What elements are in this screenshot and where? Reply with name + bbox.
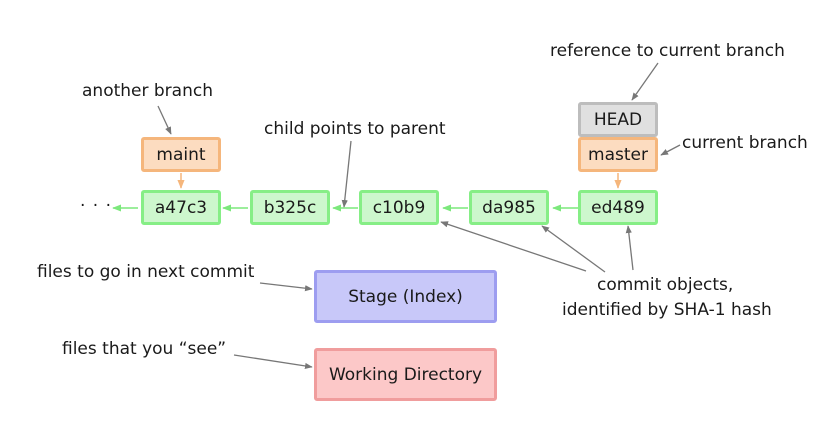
child-points-label: child points to parent <box>264 119 446 139</box>
commit-node: b325c <box>250 190 330 225</box>
commit-objects-label: commit objects, <box>597 275 734 295</box>
commit-objects-arrow-2 <box>541 225 606 273</box>
stage-arrow <box>259 282 313 292</box>
child-parent-arrow <box>341 140 352 208</box>
commit-objects-arrow-1 <box>625 225 634 271</box>
workdir-arrow <box>233 354 313 370</box>
files-see-label: files that you “see” <box>62 339 227 359</box>
next-commit-label: files to go in next commit <box>37 262 255 282</box>
head-ref-arrow <box>631 62 659 101</box>
commit-node: da985 <box>469 190 549 225</box>
commit-node: c10b9 <box>359 190 439 225</box>
another-branch-label: another branch <box>82 81 213 101</box>
stage-index: Stage (Index) <box>314 270 497 323</box>
another-branch-arrow <box>157 105 172 135</box>
maint-branch: maint <box>141 137 221 172</box>
current-branch-label: current branch <box>682 133 808 153</box>
history-ellipsis: · · · <box>80 196 113 216</box>
head-ref: HEAD <box>578 102 658 137</box>
commit-node: ed489 <box>578 190 658 225</box>
commit-node: a47c3 <box>141 190 221 225</box>
commit-objects-arrow-3 <box>440 221 587 272</box>
current-branch-arrow <box>660 144 681 156</box>
reference-label: reference to current branch <box>550 41 785 61</box>
master-branch: master <box>578 137 658 172</box>
working-directory: Working Directory <box>314 348 497 401</box>
sha1-label: identified by SHA-1 hash <box>562 300 772 320</box>
